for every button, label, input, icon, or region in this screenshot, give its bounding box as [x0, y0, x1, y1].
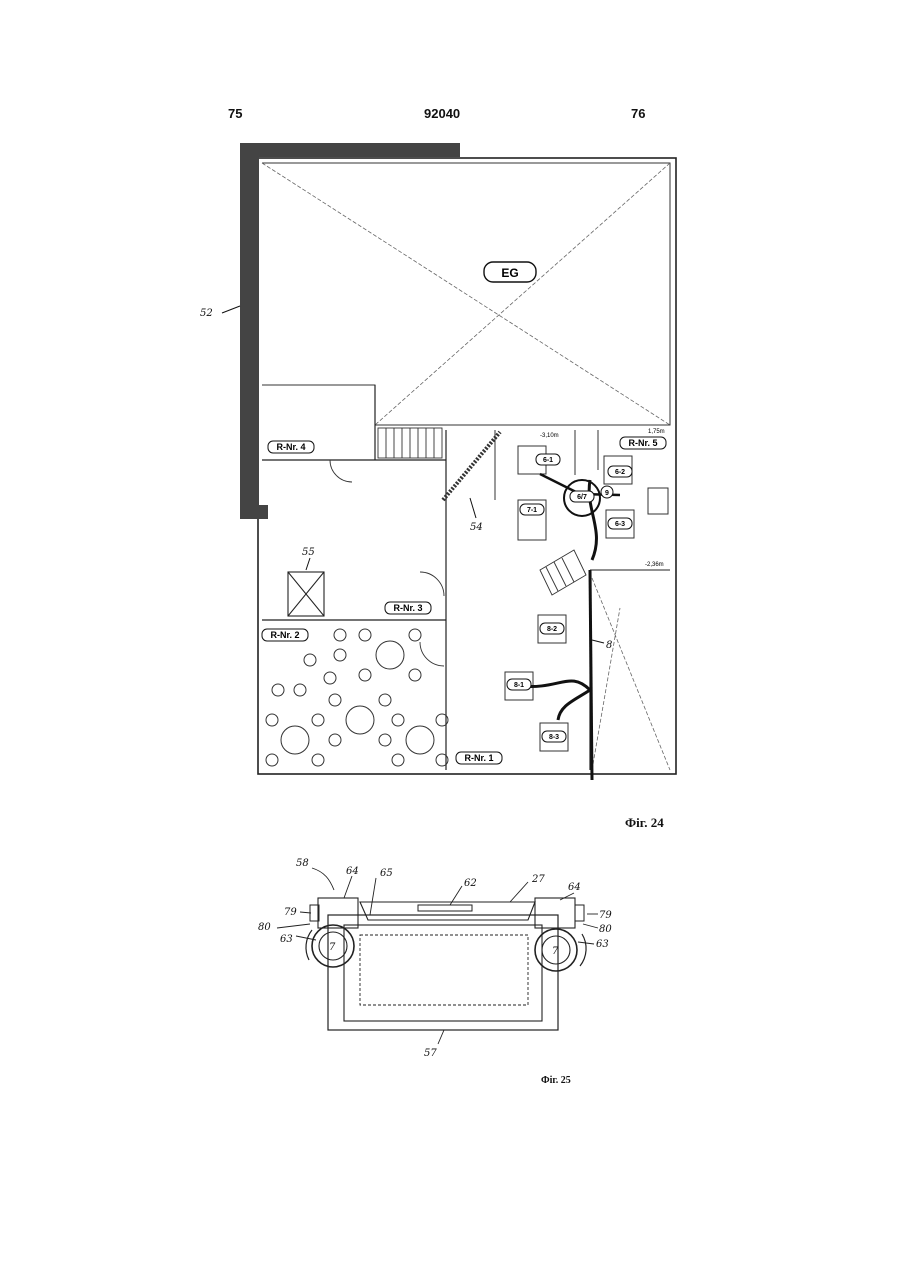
- figure-25-caption: Фіг. 25: [541, 1075, 571, 1086]
- node-9-label: 9: [605, 490, 609, 497]
- table-8-1-label: 8-1: [514, 682, 524, 689]
- wall-52: [240, 143, 259, 517]
- table-badges: 6-1 6-2 6-3 6/7 7-1 8-1 8-2 8-3 9: [507, 454, 632, 742]
- eg-label: EG: [501, 266, 518, 280]
- table-8-2-label: 8-2: [547, 626, 557, 633]
- room-1-label: R-Nr. 1: [464, 753, 493, 763]
- eg-diagonal-2: [375, 163, 670, 425]
- wall-54: [443, 432, 500, 500]
- table-6-1-label: 6-1: [543, 457, 553, 464]
- table-6-3-label: 6-3: [615, 521, 625, 528]
- door-arc-3: [420, 642, 444, 666]
- dimension-notes: -3,10m 1,75m -2,36m: [540, 429, 665, 568]
- staircase-2: [540, 550, 586, 595]
- dim-175: 1,75m: [648, 429, 665, 435]
- dim-236: -2,36m: [645, 562, 664, 568]
- dim-310: -3,10m: [540, 433, 559, 439]
- ref-54: 54: [470, 522, 483, 533]
- cable-8: [590, 570, 592, 780]
- staircase: [378, 428, 442, 458]
- table-7-1-label: 7-1: [527, 507, 537, 514]
- table-6-7-label: 6/7: [577, 494, 587, 501]
- wall-52-top: [240, 143, 460, 157]
- room-2-label: R-Nr. 2: [270, 630, 299, 640]
- table-8-3-label: 8-3: [549, 734, 559, 741]
- ref-55: 55: [302, 547, 315, 558]
- figure-24-caption: Фіг. 24: [625, 815, 664, 831]
- ref-52: 52: [200, 308, 213, 319]
- door-arc-2: [420, 572, 444, 596]
- room-4-label: R-Nr. 4: [276, 442, 305, 452]
- table-6-2-label: 6-2: [615, 469, 625, 476]
- ref-8: 8: [606, 640, 612, 651]
- door-arc-1: [330, 460, 352, 482]
- room-5-label: R-Nr. 5: [628, 438, 657, 448]
- eg-diagonal-1: [262, 163, 670, 425]
- wall-52-foot: [240, 505, 268, 519]
- room-3-label: R-Nr. 3: [393, 603, 422, 613]
